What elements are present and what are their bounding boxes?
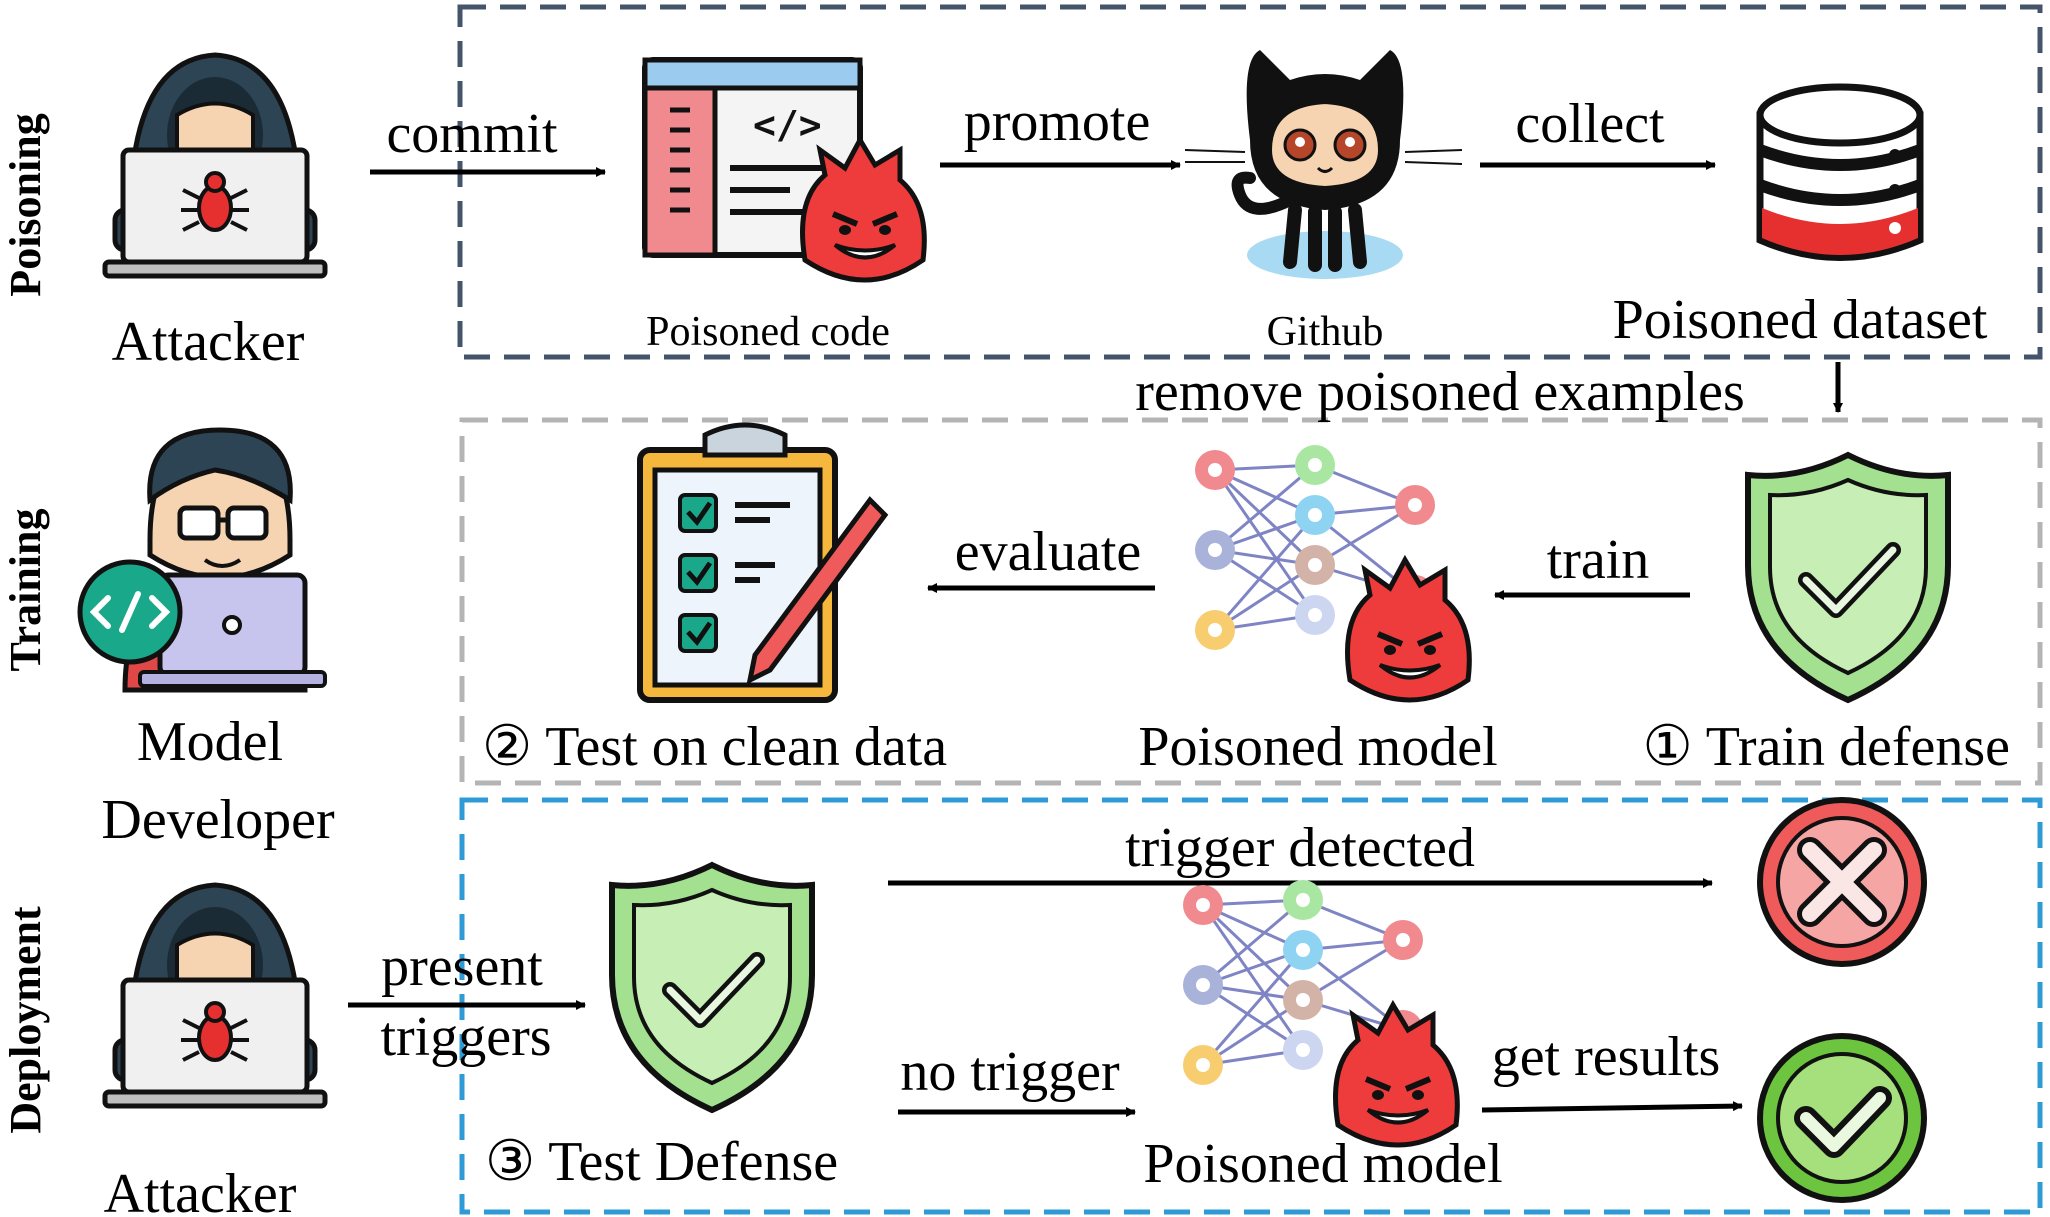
remove-poisoned-examples-label: remove poisoned examples: [1135, 361, 1745, 423]
triggers-label: triggers: [380, 1006, 551, 1068]
no-trigger-label: no trigger: [900, 1041, 1120, 1103]
training-stage-box: [459, 417, 2043, 786]
devil-icon: [1336, 1005, 1458, 1145]
present-label: present: [381, 936, 543, 998]
model-developer-label-line1: Model: [137, 711, 283, 773]
test-on-clean-data-label: ② Test on clean data: [482, 716, 947, 778]
promote-label: promote: [964, 91, 1151, 153]
developer-icon: [77, 427, 327, 693]
poisoning-stage-box: [457, 4, 2043, 360]
devil-icon: [1348, 560, 1470, 700]
poisoned-model-label-training: Poisoned model: [1138, 716, 1497, 778]
database-icon: [1756, 83, 1924, 261]
trigger-detected-label: trigger detected: [1125, 817, 1475, 879]
attacker-top-label: Attacker: [112, 311, 305, 373]
poisoned-dataset-label: Poisoned dataset: [1613, 289, 1988, 351]
shield-check-icon: [612, 865, 812, 1110]
checklist-icon: [637, 422, 889, 703]
attacker-bottom-label: Attacker: [104, 1163, 297, 1217]
evaluate-label: evaluate: [955, 521, 1142, 583]
get-results-label: get results: [1492, 1026, 1721, 1088]
poisoned-code-label: Poisoned code: [646, 309, 890, 355]
stage-label-poisoning: Poisoning: [1, 113, 50, 296]
train-defense-label: ① Train defense: [1643, 716, 2011, 778]
github-label: Github: [1267, 309, 1384, 355]
get-results-arrow: [1481, 1101, 1743, 1113]
stage-label-deployment: Deployment: [1, 906, 50, 1134]
devil-icon: [803, 140, 925, 280]
commit-label: commit: [386, 103, 558, 165]
poisoned-model-label-deployment: Poisoned model: [1143, 1133, 1502, 1195]
svg-text:</>: </>: [753, 103, 822, 147]
reject-icon: [1757, 797, 1927, 967]
hacker-icon: [105, 885, 325, 1106]
accept-icon: [1757, 1033, 1927, 1203]
collect-label: collect: [1515, 93, 1665, 155]
test-defense-label: ③ Test Defense: [485, 1131, 838, 1193]
train-label: train: [1547, 529, 1650, 591]
stage-label-training: Training: [1, 508, 50, 671]
github-octocat-icon: [1184, 50, 1463, 279]
hacker-icon: [105, 55, 325, 276]
shield-check-icon: [1748, 455, 1948, 700]
model-developer-label-line2: Developer: [101, 789, 335, 851]
